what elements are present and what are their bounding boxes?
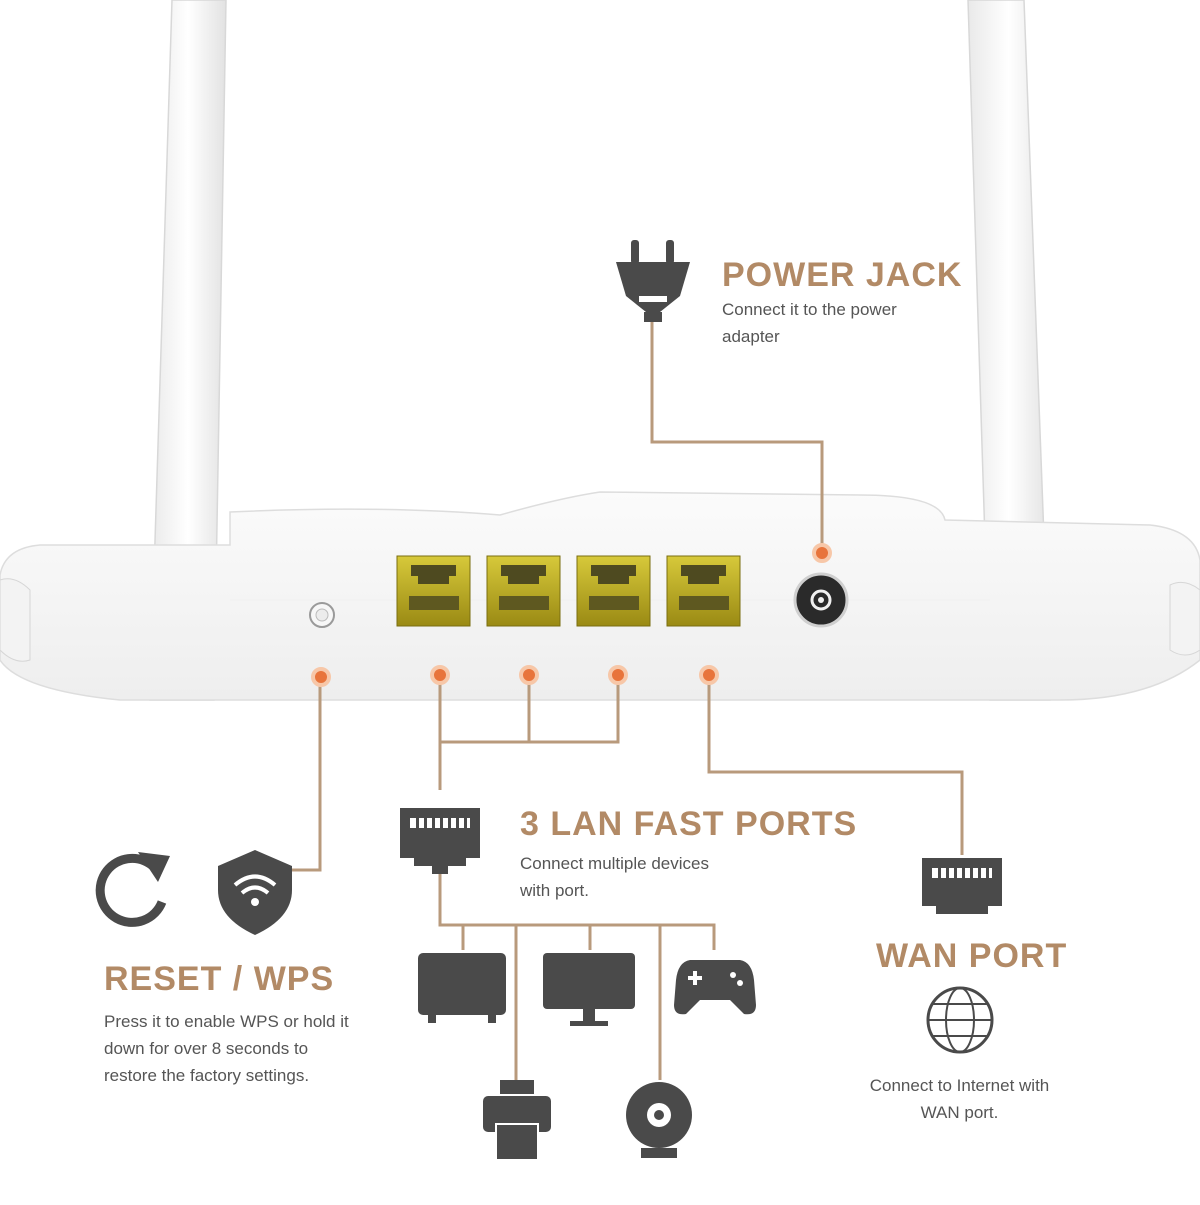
wan-plug-icon <box>922 858 1002 914</box>
wifi-shield-icon <box>218 850 292 935</box>
refresh-icon <box>95 852 170 927</box>
power-jack-port <box>793 572 849 628</box>
connector-lines <box>290 322 964 1080</box>
lan-port-3 <box>576 555 651 627</box>
lan-port-1 <box>396 555 471 627</box>
lan-title: 3 LAN FAST PORTS <box>520 805 858 843</box>
plug-icon <box>616 240 690 322</box>
ethernet-plug-icon <box>400 808 480 874</box>
lan-port-2 <box>486 555 561 627</box>
monitor-icon <box>543 953 635 1026</box>
reset-button <box>309 602 335 628</box>
printer-icon <box>483 1080 551 1161</box>
tv-icon <box>418 953 506 1023</box>
lan-description: Connect multiple devices with port. <box>520 854 709 900</box>
wan-port <box>666 555 741 627</box>
reset-wps-title: RESET / WPS <box>104 960 335 998</box>
connection-dots <box>311 543 832 687</box>
gamepad-icon <box>674 960 756 1015</box>
reset-wps-description: Press it to enable WPS or hold it down f… <box>104 1012 349 1085</box>
power-jack-title: POWER JACK <box>722 256 963 294</box>
wan-title: WAN PORT <box>876 937 1068 975</box>
wan-description: Connect to Internet with WAN port. <box>869 1076 1050 1122</box>
power-jack-description: Connect it to the power adapter <box>722 300 897 346</box>
ip-camera-icon <box>626 1082 692 1158</box>
globe-icon <box>926 986 994 1054</box>
